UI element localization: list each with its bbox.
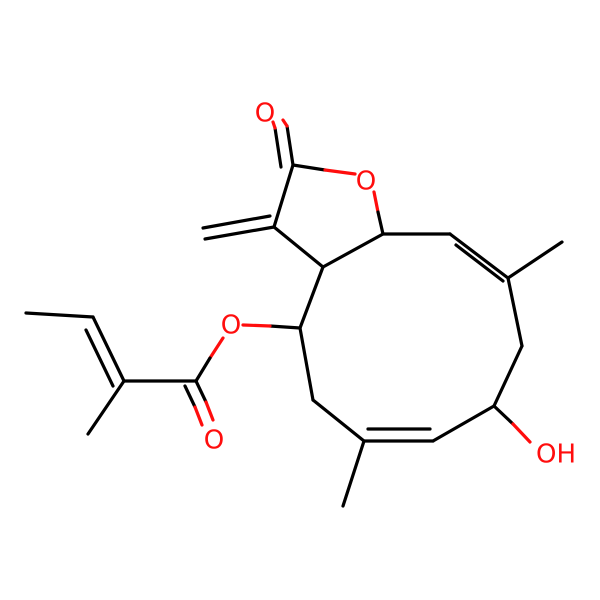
bond-c-ester-o-red <box>241 323 272 328</box>
bond-ring-2b <box>454 243 505 283</box>
bond-ester-carbonyl-a <box>194 379 208 404</box>
bond-ester-carbonyl-a-o <box>204 400 215 422</box>
bond-ring-7 <box>311 398 366 443</box>
bond-carbonyl-ringo-o <box>323 168 357 176</box>
bond-ring-4 <box>492 344 524 408</box>
bond-ringo-c <box>372 190 380 214</box>
bond-ring-2a <box>448 232 510 280</box>
bond-c-oh <box>492 404 515 426</box>
bond-methyl-top-right <box>506 240 564 280</box>
bond-tiglate-methyl <box>86 379 126 436</box>
bond-ringo-c-b <box>376 210 385 236</box>
bond-tiglate-ethylidene <box>24 311 95 319</box>
bond-ring-9 <box>298 265 325 330</box>
bond-c-ester-o <box>268 324 302 330</box>
atom-o-lactone-carbonyl: O <box>255 99 275 129</box>
bond-ester-carbonyl-b <box>183 384 197 409</box>
bond-ester-o-c-b <box>194 356 212 383</box>
bond-lactone-carbonyl-b-o <box>271 120 277 130</box>
bond-exomethylene-a <box>203 225 276 241</box>
bond-cexo-fusion <box>272 225 325 269</box>
bond-methyl-bottom <box>341 439 366 508</box>
bond-ester-o-c <box>208 336 225 360</box>
bond-ring-3 <box>506 276 524 348</box>
bond-lactone-carbonyl-a-o <box>281 118 289 128</box>
bond-ring-5 <box>431 404 496 443</box>
atom-oh: OH <box>536 440 576 470</box>
atom-o-ring: O <box>356 167 376 197</box>
bond-c-oh-o <box>511 422 532 444</box>
bond-carbonyl-ringo <box>291 163 327 172</box>
bond-tiglate-a <box>91 315 126 383</box>
bond-lactone-carbonyl-b <box>273 126 283 169</box>
bond-fusion <box>321 232 385 269</box>
bond-ester-carbonyl-b-o <box>193 405 204 427</box>
bond-tiglate-b <box>84 328 115 388</box>
atom-o-ester-carbonyl: O <box>204 426 224 456</box>
bond-carbonyl-cexo <box>272 163 295 229</box>
bond-exomethylene-b <box>201 214 272 230</box>
bond-lactone-carbonyl-a <box>285 124 295 167</box>
bond-ring-8 <box>298 326 315 402</box>
atom-o-ester: O <box>221 311 241 341</box>
